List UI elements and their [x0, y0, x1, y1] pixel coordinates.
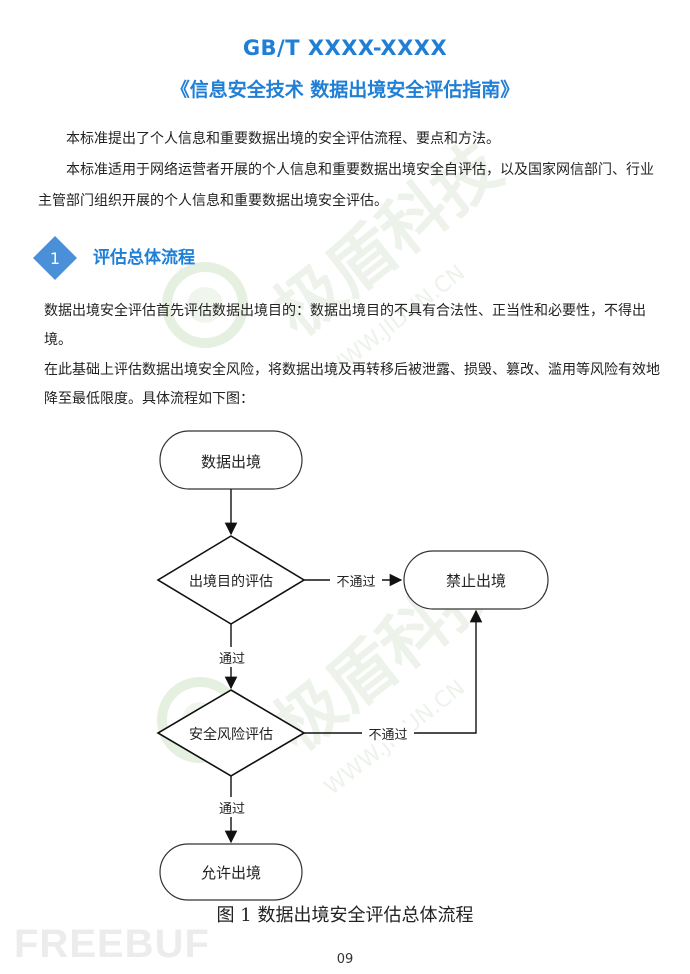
flow-pass-label-2: 通过	[219, 802, 245, 817]
flow-end-label: 允许出境	[201, 864, 261, 882]
flow-fail-label-1: 不通过	[336, 575, 375, 590]
flow-fail-label-2: 不通过	[368, 728, 407, 743]
page-number: 09	[336, 952, 354, 967]
label-bg	[330, 570, 382, 590]
label-bg-3	[362, 723, 414, 743]
flow-end-node	[159, 843, 303, 901]
flow-start-label: 数据出境	[201, 453, 261, 471]
section-number: 1	[50, 249, 60, 268]
flow-arrow-d2-to-reject	[304, 609, 483, 734]
section-number-badge: 1	[33, 236, 77, 280]
standard-number: GB/T XXXX-XXXX	[242, 36, 448, 60]
section-paragraph-2: 在此基础上评估数据出境安全风险，将数据出境及再转移后被泄露、损毁、篡改、滥用等风…	[44, 362, 660, 407]
intro-paragraph-2: 本标准适用于网络运营者开展的个人信息和重要数据出境安全自评估，以及国家网信部门、…	[38, 162, 654, 209]
freebuf-logo: FREEBUF	[14, 922, 210, 966]
flow-decision-2-label: 安全风险评估	[189, 726, 273, 743]
intro-paragraph-1: 本标准提出了个人信息和重要数据出境的安全评估流程、要点和方法。	[66, 131, 500, 147]
section-paragraph-1: 数据出境安全评估首先评估数据出境目的：数据出境目的不具有合法性、正当性和必要性，…	[44, 303, 646, 348]
flowchart: 数据出境 出境目的评估 不通过 禁止出境 通过 安全风险评估 不通过 通过 允许…	[156, 430, 549, 926]
flow-decision-1-label: 出境目的评估	[189, 574, 273, 590]
flow-reject-node	[403, 550, 549, 610]
document-title: 《信息安全技术 数据出境安全评估指南》	[170, 79, 520, 101]
figure-caption: 图 1 数据出境安全评估总体流程	[217, 905, 474, 926]
flow-pass-label-1: 通过	[219, 652, 245, 667]
flow-reject-label: 禁止出境	[446, 572, 506, 590]
label-bg-4	[210, 797, 254, 817]
label-bg-2	[210, 647, 254, 667]
section-title: 评估总体流程	[93, 248, 195, 268]
